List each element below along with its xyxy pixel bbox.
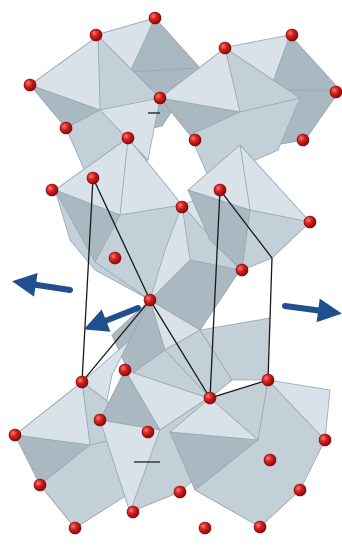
- bottom-octahedra-layer: [15, 370, 330, 528]
- atom: [119, 364, 131, 376]
- atom: [60, 122, 72, 134]
- atom: [69, 522, 81, 534]
- middle-octahedra-layer: [55, 138, 310, 330]
- atom: [90, 29, 102, 41]
- atom: [109, 252, 121, 264]
- atom: [264, 454, 276, 466]
- atom: [189, 134, 201, 146]
- atom: [199, 522, 211, 534]
- atom: [330, 86, 342, 98]
- atom: [294, 484, 306, 496]
- atom: [122, 132, 134, 144]
- atom: [204, 392, 216, 404]
- atom: [154, 92, 166, 104]
- atom: [174, 486, 186, 498]
- atom: [176, 201, 188, 213]
- atom: [127, 506, 139, 518]
- top-octahedra-layer: [30, 18, 340, 180]
- atom: [254, 521, 266, 533]
- atom: [9, 429, 21, 441]
- atom: [142, 426, 154, 438]
- right-arrow: [285, 306, 330, 312]
- atom: [149, 12, 161, 24]
- atom: [236, 264, 248, 276]
- atom: [262, 374, 274, 386]
- atom: [94, 414, 106, 426]
- atom: [219, 42, 231, 54]
- atom: [286, 29, 298, 41]
- atom: [87, 172, 99, 184]
- atom: [319, 434, 331, 446]
- atom: [24, 79, 36, 91]
- atom: [76, 376, 88, 388]
- atom: [304, 216, 316, 228]
- atom: [297, 134, 309, 146]
- left-arrow: [24, 283, 70, 290]
- atom: [46, 184, 58, 196]
- atom: [144, 294, 156, 306]
- atom: [214, 184, 226, 196]
- atom: [34, 479, 46, 491]
